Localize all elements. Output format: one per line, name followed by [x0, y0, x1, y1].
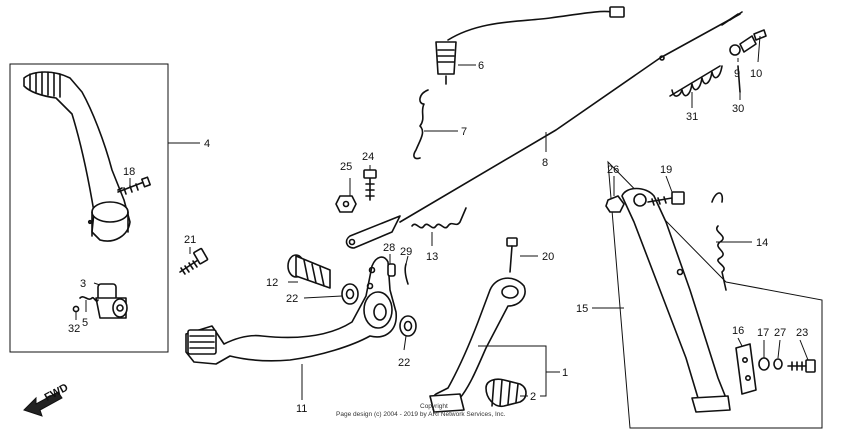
nut-25	[335, 195, 357, 213]
washer-32	[72, 305, 80, 313]
callout-9: 9	[734, 68, 740, 80]
side-stand-group	[605, 160, 823, 429]
washer-27	[773, 358, 783, 370]
callout-5: 5	[82, 317, 88, 329]
callout-27: 27	[774, 327, 786, 339]
callout-30: 30	[732, 103, 744, 115]
callout-20: 20	[542, 251, 554, 263]
callout-13: 13	[426, 251, 438, 263]
spring-31	[669, 65, 723, 97]
callout-3: 3	[80, 278, 86, 290]
callout-17: 17	[757, 327, 769, 339]
stop-switch-6	[435, 6, 625, 85]
copyright-line2: Page design (c) 2004 - 2019 by ARI Netwo…	[336, 411, 506, 418]
bolt-21	[179, 247, 209, 275]
callout-14: 14	[756, 237, 768, 249]
side-stand	[621, 187, 731, 413]
brake-rod	[345, 11, 743, 249]
callout-19: 19	[660, 164, 672, 176]
washer-22-lower	[399, 315, 417, 337]
kick-starter-group	[9, 63, 169, 353]
callout-28: 28	[383, 242, 395, 254]
callout-16: 16	[732, 325, 744, 337]
callout-23: 23	[796, 327, 808, 339]
gearshift-pedal	[429, 277, 526, 413]
switch-spring-7	[413, 89, 429, 160]
side-stand-frame	[607, 160, 823, 429]
callout-18: 18	[123, 166, 135, 178]
callout-6: 6	[478, 60, 484, 72]
callout-1: 1	[562, 367, 568, 379]
copyright-notice: Copyright Page design (c) 2004 - 2019 by…	[336, 403, 506, 418]
pin-10	[753, 29, 767, 41]
stand-plate-16	[735, 343, 757, 395]
nut-26	[605, 195, 625, 213]
fwd-arrow-icon	[23, 391, 63, 417]
callout-26: 26	[607, 164, 619, 176]
callout-11: 11	[296, 403, 307, 415]
kick-starter-arm	[23, 71, 131, 242]
kick-starter-frame	[9, 63, 169, 353]
callout-10: 10	[750, 68, 762, 80]
callout-25: 25	[340, 161, 352, 173]
collar-17	[758, 357, 770, 371]
brake-pedal	[185, 256, 397, 365]
callout-2: 2	[530, 391, 536, 403]
pivot-bolt-12	[287, 254, 331, 289]
callout-22-upper: 22	[286, 293, 298, 305]
fwd-indicator: FWD	[23, 382, 70, 417]
bolt-23	[787, 359, 816, 373]
callout-31: 31	[686, 111, 698, 123]
washer-22-upper	[341, 283, 359, 305]
callout-7: 7	[461, 126, 467, 138]
leader-lines	[75, 35, 809, 400]
spring-5	[79, 296, 99, 302]
cotter-pin-29	[404, 263, 409, 285]
callout-24: 24	[362, 151, 374, 163]
kick-ratchet	[95, 283, 128, 319]
callout-21: 21	[184, 234, 196, 246]
callout-29: 29	[400, 246, 412, 258]
callout-15: 15	[576, 303, 588, 315]
stand-spring-14	[711, 192, 727, 291]
callout-22-lower: 22	[398, 357, 410, 369]
callout-32: 32	[68, 323, 80, 335]
spring-13	[411, 207, 467, 229]
bolt-20	[506, 237, 518, 273]
callout-12: 12	[266, 277, 278, 289]
callout-8: 8	[542, 157, 548, 169]
callout-4: 4	[204, 138, 210, 150]
shift-rubber-2	[485, 378, 527, 408]
bolt-24	[363, 169, 377, 201]
callout-labels: 1 2 3 4 5 6 7 8 9 10 11 12 13 14 15 16 1…	[68, 60, 808, 415]
pin-28	[387, 263, 396, 277]
clevis-9	[729, 35, 757, 56]
cotter-pin-30	[737, 65, 741, 93]
copyright-line1: Copyright	[420, 403, 448, 410]
bolt-18	[117, 176, 151, 195]
bolt-19	[647, 191, 685, 206]
